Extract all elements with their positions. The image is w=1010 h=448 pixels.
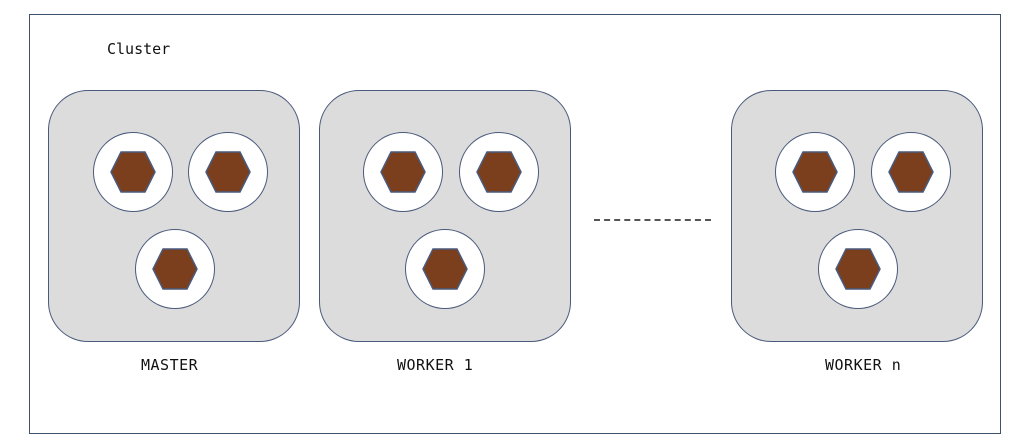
- worker-n-node: [731, 90, 983, 342]
- pod: [459, 132, 539, 212]
- hexagon-icon: [110, 151, 156, 193]
- pod: [871, 132, 951, 212]
- pod: [405, 229, 485, 309]
- pod: [93, 132, 173, 212]
- worker-1-label: WORKER 1: [397, 356, 474, 374]
- pod: [818, 229, 898, 309]
- pod: [363, 132, 443, 212]
- hexagon-icon: [835, 248, 881, 290]
- hexagon-icon: [422, 248, 468, 290]
- hexagon-icon: [152, 248, 198, 290]
- hexagon-icon: [476, 151, 522, 193]
- pod: [188, 132, 268, 212]
- master-label: MASTER: [141, 356, 199, 374]
- master-node: [48, 90, 300, 342]
- pod: [135, 229, 215, 309]
- ellipsis-connector: [594, 219, 711, 221]
- worker-n-label: WORKER n: [825, 356, 902, 374]
- hexagon-icon: [888, 151, 934, 193]
- hexagon-icon: [380, 151, 426, 193]
- hexagon-icon: [205, 151, 251, 193]
- hexagon-icon: [792, 151, 838, 193]
- cluster-label: Cluster: [107, 40, 171, 58]
- pod: [775, 132, 855, 212]
- worker-1-node: [319, 90, 571, 342]
